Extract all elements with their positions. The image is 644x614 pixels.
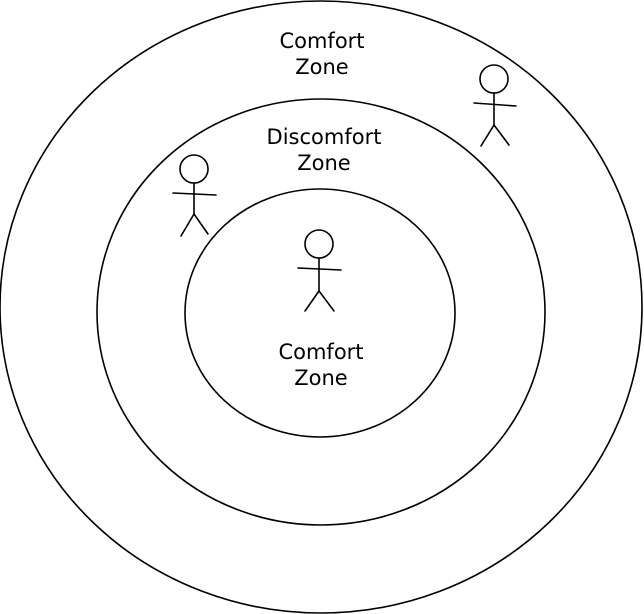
stick-figure-outer-icon [473, 64, 517, 147]
middle-zone-label: Discomfort Zone [224, 124, 424, 176]
inner-zone-label: Comfort Zone [221, 339, 421, 391]
inner-zone-label-line1: Comfort [278, 340, 364, 364]
stick-figure-inner-icon [297, 229, 342, 312]
stick-figure-middle-icon [172, 154, 217, 237]
inner-zone-ellipse [184, 188, 456, 438]
outer-zone-label: Comfort Zone [222, 28, 422, 80]
outer-zone-label-line1: Comfort [279, 29, 365, 53]
middle-zone-ellipse [96, 98, 546, 526]
inner-zone-label-line2: Zone [294, 366, 348, 390]
outer-zone-label-line2: Zone [295, 55, 349, 79]
middle-zone-label-line1: Discomfort [266, 125, 382, 149]
middle-zone-label-line2: Zone [297, 151, 351, 175]
